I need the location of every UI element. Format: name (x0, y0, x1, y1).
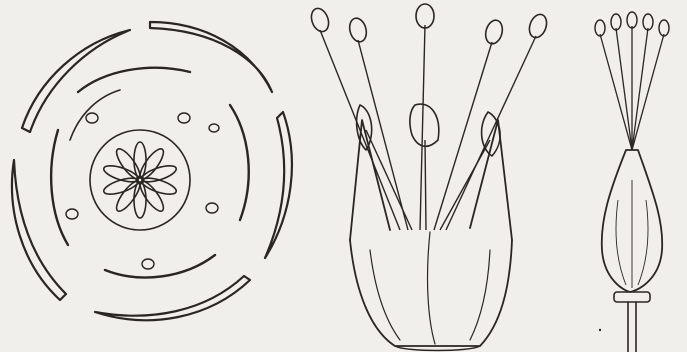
stamens-figure (300, 0, 570, 352)
pistil-figure (570, 0, 687, 352)
ink-speck (599, 329, 601, 331)
ovary-cross-section (90, 130, 190, 230)
inner-petals (51, 68, 249, 278)
pistil-drawing (570, 0, 687, 352)
receptacle (614, 292, 650, 352)
floral-diagram-figure (0, 0, 300, 352)
ovary (602, 150, 662, 292)
perianth-tube (350, 120, 512, 351)
anthers (308, 4, 549, 156)
stamens-drawing (300, 0, 570, 352)
floral-diagram-drawing (0, 0, 300, 352)
filaments (320, 25, 536, 230)
styles (600, 26, 664, 150)
